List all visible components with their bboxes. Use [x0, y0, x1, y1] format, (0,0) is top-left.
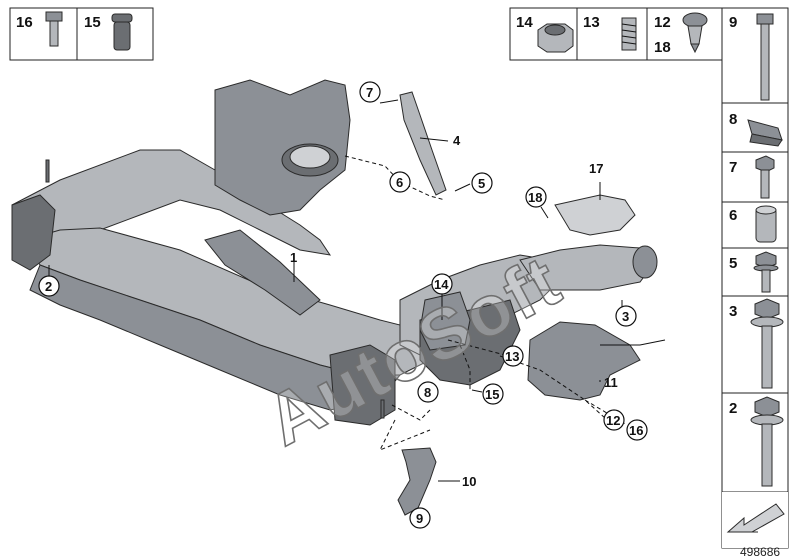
- collar-bolt-icon: [750, 396, 784, 487]
- legend-number-12: 12: [654, 14, 671, 31]
- flange-screw-icon: [753, 251, 779, 293]
- callout-2: 2: [45, 279, 52, 294]
- callout-labels: 1 2 3 4 5 6 7 8 9 10 11 12 13 14 15 16 1…: [38, 81, 648, 529]
- subframe-assembly: [11, 79, 666, 516]
- legend-column-frame: [721, 7, 789, 549]
- callout-16: 16: [629, 423, 643, 438]
- legend-number-8: 8: [729, 111, 737, 128]
- legend-number-18: 18: [654, 39, 671, 56]
- legend-number-15: 15: [84, 14, 101, 31]
- callout-1: 1: [290, 250, 297, 265]
- callout-12: 12: [606, 413, 620, 428]
- screw-icon: [755, 155, 775, 199]
- legend-number-2: 2: [729, 400, 737, 417]
- legend-top-right: 14 13 12 18: [509, 7, 723, 61]
- hex-nut-icon: [537, 23, 574, 53]
- callout-15: 15: [485, 387, 499, 402]
- callout-9: 9: [416, 511, 423, 526]
- long-bolt-icon: [756, 13, 774, 101]
- legend-number-16: 16: [16, 14, 33, 31]
- collar-bolt-icon: [750, 298, 784, 389]
- callout-17: 17: [589, 161, 603, 176]
- callout-18: 18: [528, 190, 542, 205]
- legend-number-13: 13: [583, 14, 600, 31]
- bracket-icon: [747, 119, 783, 147]
- legend-number-14: 14: [516, 14, 533, 31]
- callout-circle: [38, 275, 60, 297]
- legend-number-6: 6: [729, 207, 737, 224]
- sleeve-nut-icon: [111, 13, 133, 51]
- callout-7: 7: [366, 85, 373, 100]
- legend-number-9: 9: [729, 14, 737, 31]
- callout-5: 5: [478, 176, 485, 191]
- legend-number-7: 7: [729, 159, 737, 176]
- callout-14: 14: [434, 277, 449, 292]
- callout-6: 6: [396, 175, 403, 190]
- legend-number-3: 3: [729, 303, 737, 320]
- callout-13: 13: [505, 349, 519, 364]
- callout-4: 4: [453, 133, 461, 148]
- bolt-icon: [45, 11, 63, 47]
- callout-8: 8: [424, 385, 431, 400]
- legend-top-left: 16 15: [9, 7, 154, 61]
- bushing-sleeve-icon: [755, 205, 777, 243]
- callout-10: 10: [462, 474, 476, 489]
- threaded-insert-icon: [621, 17, 637, 51]
- callout-3: 3: [622, 309, 629, 324]
- legend-box-frame: [9, 7, 154, 61]
- callout-11: 11: [604, 375, 618, 390]
- arrow-icon[interactable]: [722, 492, 788, 548]
- legend-right-column: 9 8 7 6 5 3: [721, 7, 789, 549]
- document-id: 498686: [740, 545, 780, 559]
- legend-number-5: 5: [729, 255, 737, 272]
- expansion-rivet-icon: [682, 12, 708, 54]
